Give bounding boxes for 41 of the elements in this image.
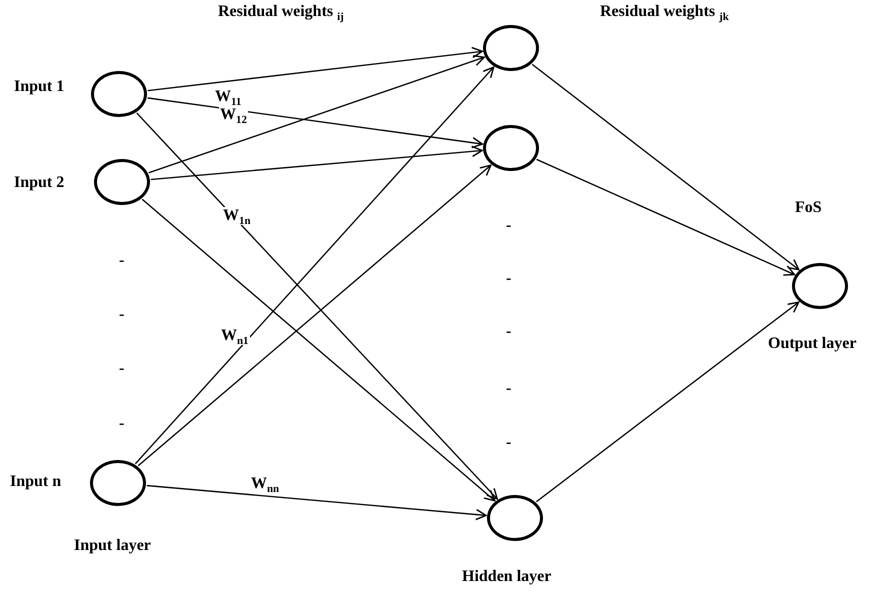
ellipsis-mark: - [506,216,512,236]
neuron-circle [94,159,150,205]
layer-label: Hidden layer [462,567,552,586]
edge-label: W$_{n1}$ [220,327,250,345]
neuron-circle [792,263,848,309]
arrow [136,112,498,500]
ellipsis-mark: - [119,359,124,378]
weights-heading: Residual weights $_{jk}$ [600,2,729,22]
arrow [148,97,484,148]
ellipsis-mark: - [506,322,512,342]
ellipsis-mark: - [506,269,512,288]
arrow [536,302,800,502]
arrow [148,55,485,174]
weights-heading: Residual weights $_{ij}$ [218,2,344,22]
arrow [148,46,483,92]
arrow [138,164,492,466]
ellipsis-mark: - [119,251,124,270]
layer-label: Output layer [768,334,856,354]
ellipsis-mark: - [506,433,512,452]
arrow [134,66,494,464]
arrow [532,64,800,270]
neuron-circle [487,495,543,541]
edge-label: W$_{11}$ [214,88,242,106]
neuron-circle [90,460,146,506]
neuron-circle [483,25,539,71]
node-label: FoS [795,198,822,218]
arrow [146,484,487,520]
layer-label: Input layer [74,536,151,556]
neuron-circle [483,125,539,171]
node-label: Input n [10,472,62,492]
ellipsis-mark: - [506,379,512,398]
ellipsis-mark: - [119,305,124,324]
edge-label: W$_{nn}$ [250,475,280,493]
edge-label: W$_{12}$ [219,106,248,124]
arrow [142,198,496,502]
node-label: Input 2 [14,173,64,192]
edge-label: W$_{1n}$ [222,207,252,225]
arrow [150,146,483,180]
node-label: Input 1 [14,77,64,96]
ellipsis-mark: - [119,414,124,434]
arrow [536,158,796,276]
